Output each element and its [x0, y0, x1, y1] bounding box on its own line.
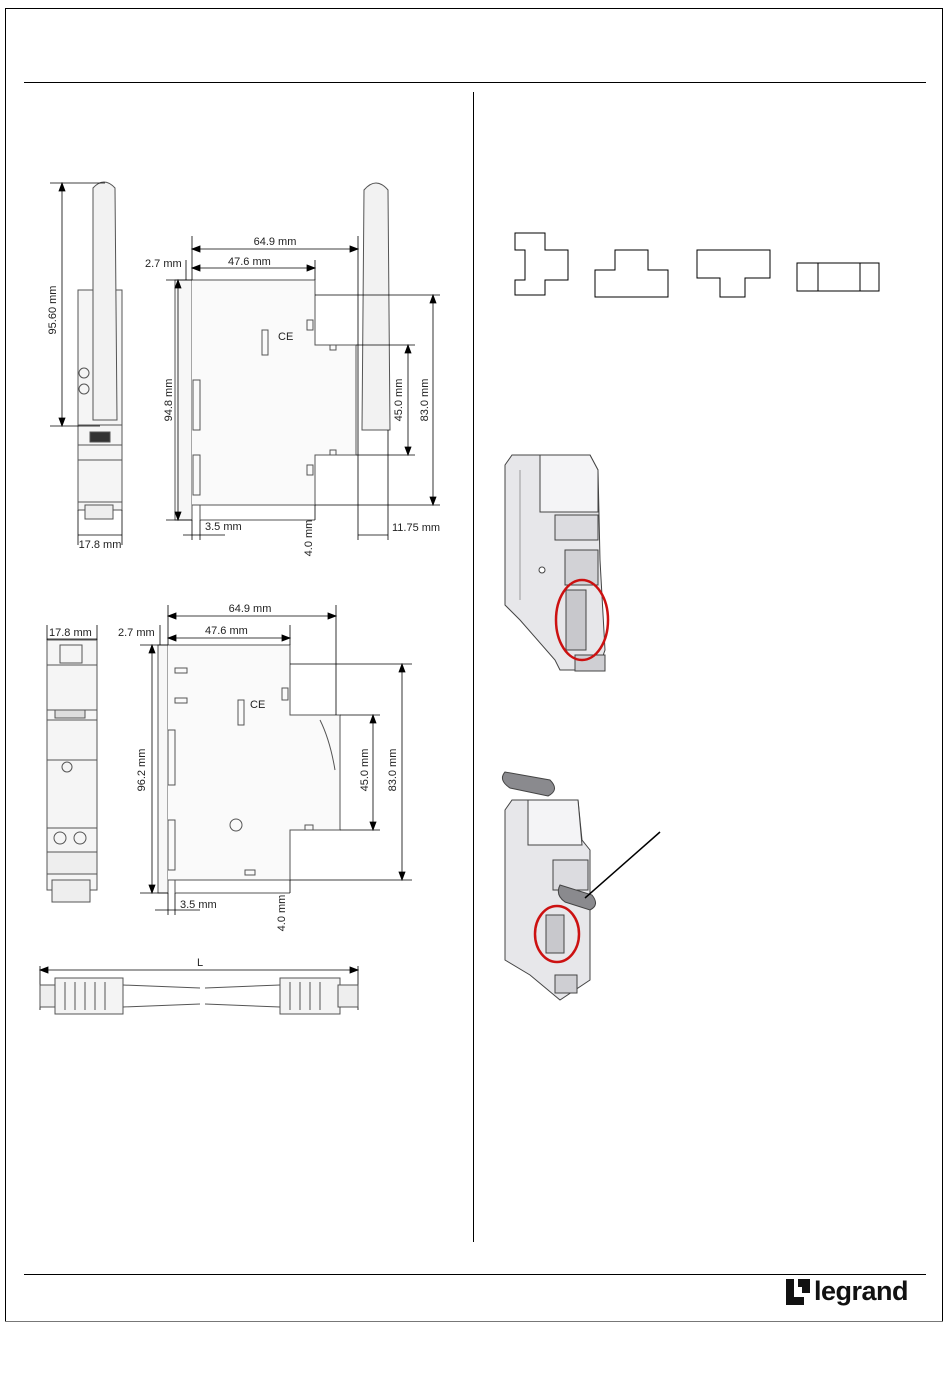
- legrand-mark-icon: [786, 1279, 810, 1305]
- page-frame: [5, 8, 943, 1322]
- legrand-logo: legrand: [786, 1278, 908, 1305]
- footer-rule: [24, 1274, 926, 1275]
- bottom-tick-bar: [5, 1321, 943, 1322]
- column-divider: [473, 92, 474, 1242]
- header-rule: [24, 82, 926, 83]
- brand-name: legrand: [814, 1278, 908, 1305]
